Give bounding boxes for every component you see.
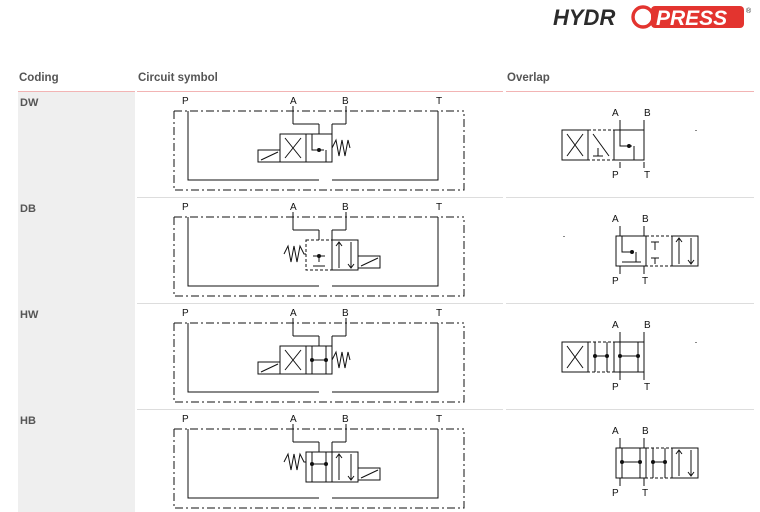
header-overlap: Overlap: [507, 72, 550, 84]
port-label-t: T: [436, 414, 442, 425]
row-separator: [506, 303, 754, 304]
logo-red-band: [651, 6, 744, 28]
hydropress-logo: HYDR PRESS ®: [553, 5, 752, 30]
port-label-b: B: [644, 108, 651, 119]
circuit-symbol-db: P A B T: [173, 202, 465, 297]
overlap-symbol-dw: A B P T: [561, 108, 697, 181]
logo-text-left: HYDR: [553, 5, 615, 30]
row-separator: [137, 303, 503, 304]
header-divider-overlap: [506, 91, 754, 92]
port-label-p: P: [612, 382, 619, 393]
header-circuit-symbol: Circuit symbol: [138, 72, 218, 84]
port-label-a: A: [612, 108, 619, 119]
port-label-a: A: [290, 202, 297, 213]
port-label-p: P: [612, 276, 619, 287]
port-label-t: T: [644, 382, 650, 393]
port-label-b: B: [342, 308, 349, 319]
port-label-t: T: [642, 276, 648, 287]
port-label-p: P: [612, 170, 619, 181]
port-label-a: A: [612, 426, 619, 437]
port-label-b: B: [342, 96, 349, 107]
port-label-t: T: [436, 202, 442, 213]
port-label-t: T: [436, 308, 442, 319]
row-separator: [506, 197, 754, 198]
port-label-b: B: [644, 320, 651, 331]
overlap-symbol-hb: A B P T: [612, 426, 699, 499]
coding-column: [18, 92, 135, 512]
row-code-dw: DW: [20, 97, 39, 109]
header-coding: Coding: [19, 72, 59, 84]
port-label-p: P: [182, 414, 189, 425]
port-label-a: A: [612, 214, 619, 225]
port-label-p: P: [182, 96, 189, 107]
circuit-symbol-dw: P A B T: [173, 96, 465, 191]
port-label-a: A: [290, 414, 297, 425]
port-label-p: P: [182, 202, 189, 213]
port-label-a: A: [290, 96, 297, 107]
logo-drop-icon: [631, 5, 655, 29]
registered-mark: ®: [746, 7, 752, 15]
overlap-symbol-hw: A B P T: [561, 320, 697, 393]
row-code-hb: HB: [20, 415, 36, 427]
row-code-db: DB: [20, 203, 36, 215]
port-label-b: B: [342, 414, 349, 425]
overlap-symbol-db: A B P T: [563, 214, 699, 287]
port-label-t: T: [642, 488, 648, 499]
port-label-t: T: [436, 96, 442, 107]
port-label-t: T: [644, 170, 650, 181]
row-code-hw: HW: [20, 309, 39, 321]
port-label-a: A: [290, 308, 297, 319]
port-label-b: B: [642, 426, 649, 437]
port-label-a: A: [612, 320, 619, 331]
circuit-symbol-hw: P A B T: [173, 308, 465, 403]
logo-text-right: PRESS: [656, 7, 727, 30]
circuit-symbol-hb: P A B T: [173, 414, 465, 509]
row-separator: [506, 409, 754, 410]
port-label-p: P: [612, 488, 619, 499]
row-separator: [137, 197, 503, 198]
port-label-b: B: [642, 214, 649, 225]
port-label-p: P: [182, 308, 189, 319]
header-divider-circuit: [137, 91, 503, 92]
port-label-b: B: [342, 202, 349, 213]
row-separator: [137, 409, 503, 410]
header-divider-coding: [18, 91, 135, 92]
